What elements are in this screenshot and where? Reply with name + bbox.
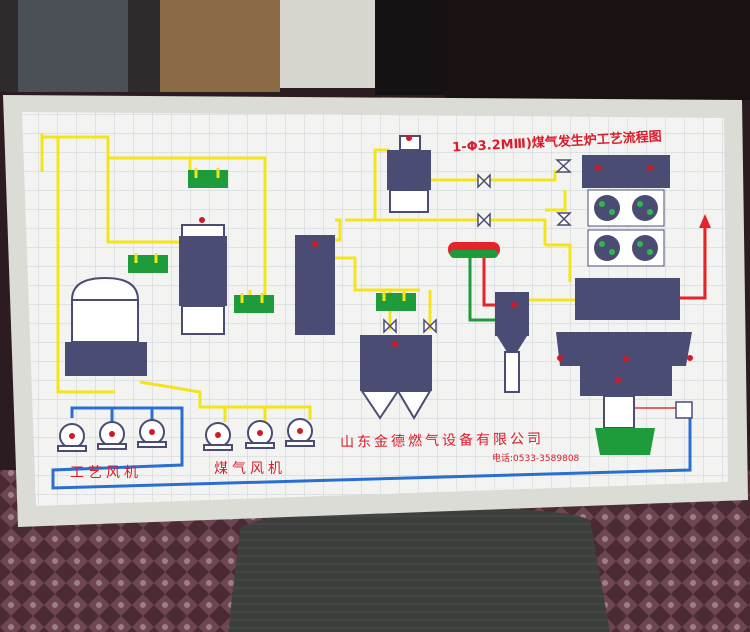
red-arrow-up [699,214,711,228]
indicator-lamps [199,135,693,383]
process-fan-label: 工艺风机 [70,465,142,481]
equipment [65,135,693,455]
valves [383,159,572,334]
water-pipes-green [468,255,495,322]
gas-pipes-yellow [40,133,575,422]
company-name: 山东金德燃气设备有限公司 [339,431,545,451]
water-seal-pipes [134,168,406,303]
fan-lamps [69,428,303,439]
water-seals [128,170,416,313]
office-chair [228,507,610,632]
company-phone: 电话:0533-3589808 [492,454,580,464]
gas-fan-label: 煤气风机 [214,461,286,477]
feeder-wheel-marks [599,201,653,255]
